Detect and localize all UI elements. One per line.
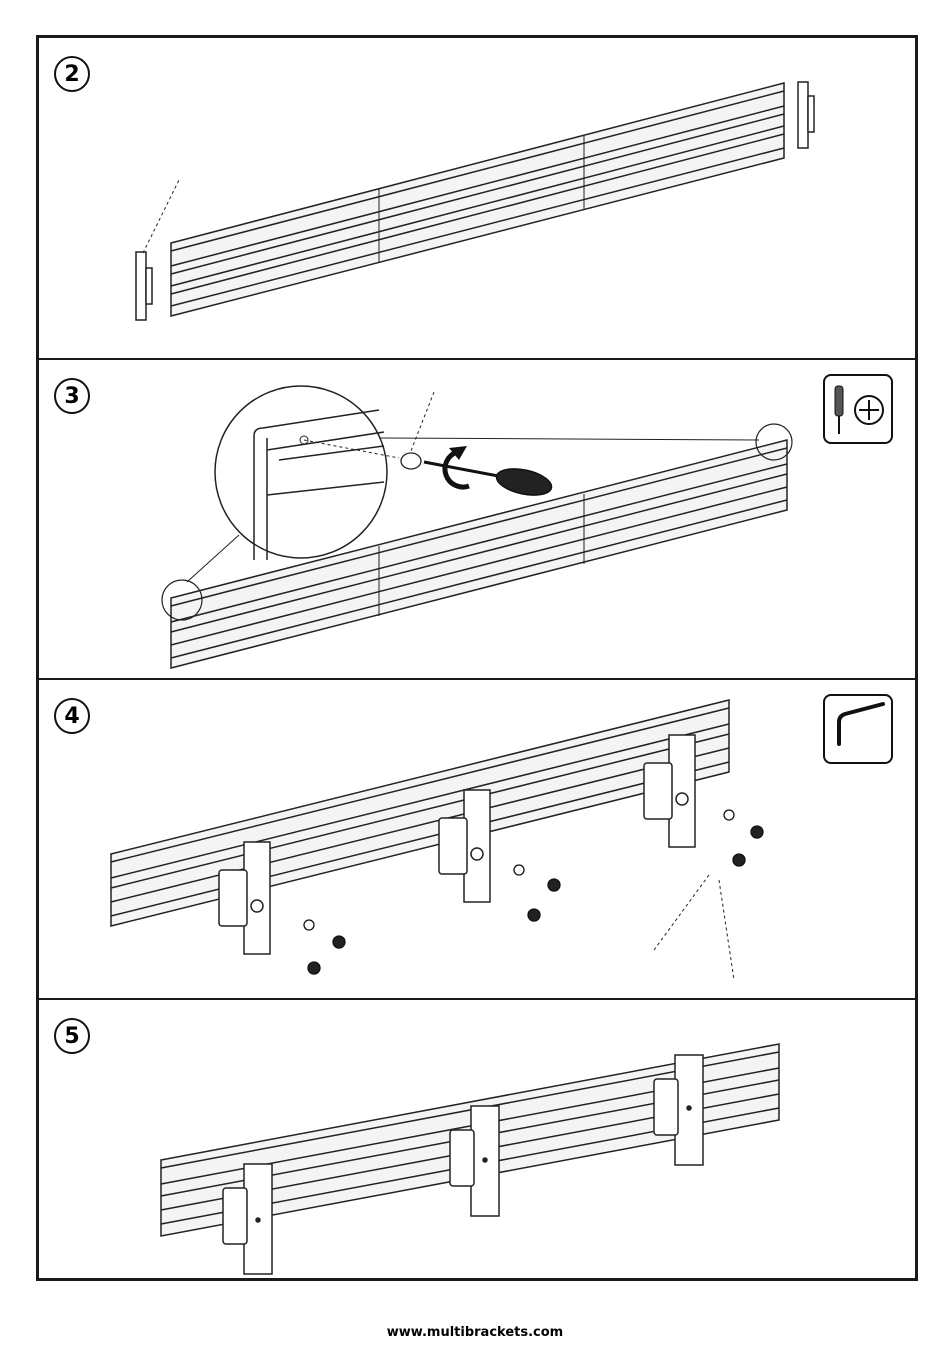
rail-assembly <box>171 83 784 316</box>
step-2-illustration <box>39 38 915 360</box>
phillips-screwdriver-icon <box>825 376 891 442</box>
allen-key-icon <box>825 696 891 762</box>
tool-box-screwdriver <box>823 374 893 444</box>
rail-assembly <box>111 700 729 926</box>
left-end-cap <box>136 252 152 320</box>
step-3-panel: 3 <box>39 360 915 680</box>
right-end-cap <box>798 82 814 148</box>
step-3-illustration <box>39 360 915 680</box>
footer-website-url: www.multibrackets.com <box>0 1325 950 1340</box>
step-5-illustration <box>39 1000 915 1278</box>
step-2-panel: 2 <box>39 38 915 360</box>
step-5-panel: 5 <box>39 1000 915 1278</box>
magnified-detail <box>215 386 387 560</box>
step-4-panel: 4 <box>39 680 915 1000</box>
instruction-sheet-frame: 2 3 <box>36 35 918 1281</box>
step-4-illustration <box>39 680 915 1000</box>
screw <box>401 453 421 469</box>
tool-box-allen-key <box>823 694 893 764</box>
